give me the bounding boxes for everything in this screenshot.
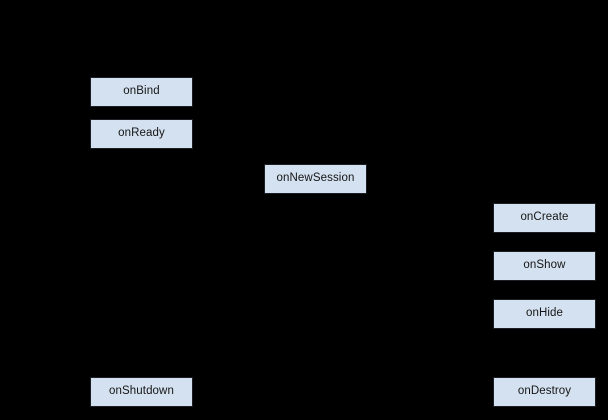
diagram-node-on-show[interactable]: onShow bbox=[493, 251, 596, 281]
diagram-node-label: onShutdown bbox=[109, 385, 174, 398]
diagram-node-on-ready[interactable]: onReady bbox=[90, 119, 193, 149]
diagram-node-on-shutdown[interactable]: onShutdown bbox=[90, 377, 193, 407]
diagram-node-label: onReady bbox=[118, 127, 165, 140]
diagram-node-on-create[interactable]: onCreate bbox=[493, 203, 596, 233]
diagram-node-label: onCreate bbox=[520, 211, 569, 224]
diagram-node-on-new-session[interactable]: onNewSession bbox=[264, 164, 367, 194]
diagram-node-label: onBind bbox=[123, 85, 160, 98]
diagram-node-label: onDestroy bbox=[517, 385, 572, 398]
diagram-node-on-hide[interactable]: onHide bbox=[493, 299, 596, 329]
diagram-node-on-bind[interactable]: onBind bbox=[90, 77, 193, 107]
diagram-node-label: onNewSession bbox=[276, 172, 355, 185]
diagram-node-on-destroy[interactable]: onDestroy bbox=[493, 377, 596, 407]
diagram-node-label: onShow bbox=[523, 259, 566, 272]
diagram-node-label: onHide bbox=[525, 307, 564, 320]
